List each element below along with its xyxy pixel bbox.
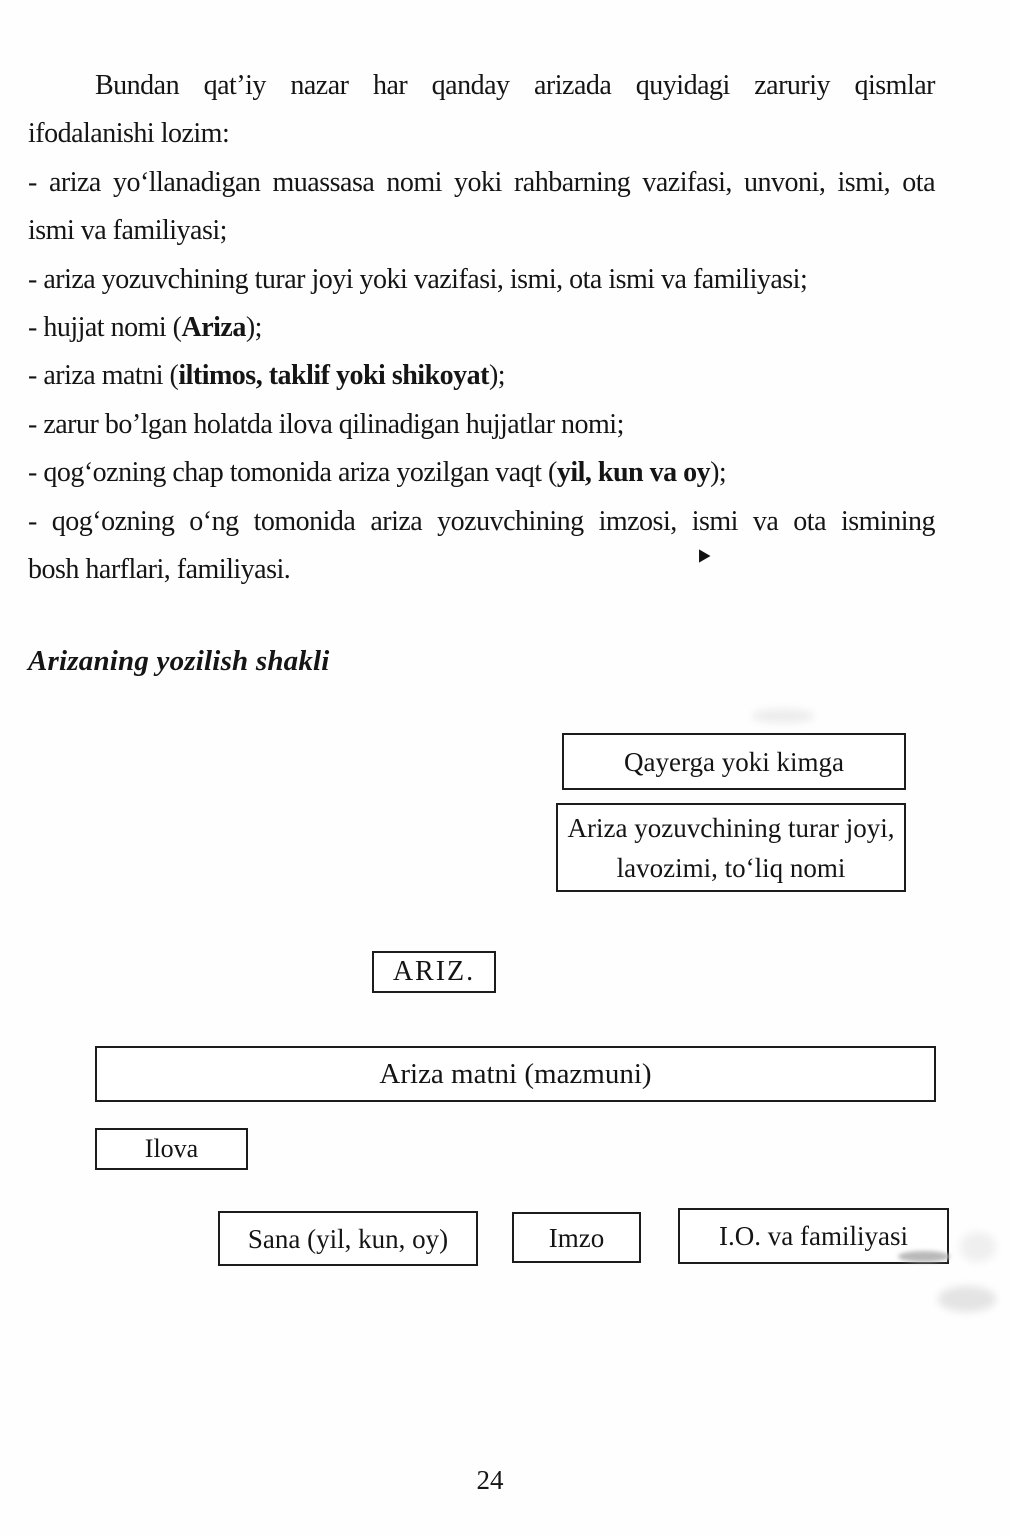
- diagram-box-label: Imzo: [548, 1222, 605, 1253]
- list-item-line-4: - hujjat nomi (Ariza);: [28, 304, 935, 352]
- list-item-line-2: ismi va familiyasi;: [28, 215, 227, 247]
- list-item-line-1: - ariza yo‘llanadigan muassasa nomi yoki…: [28, 166, 936, 198]
- diagram-box-label: Sana (yil, kun, oy): [247, 1223, 449, 1254]
- page-number: 24: [476, 1465, 504, 1495]
- line-segment: - hujjat nomi (: [28, 312, 182, 344]
- line-segment: - qog‘ozning chap tomonida ariza yozilga…: [28, 457, 557, 489]
- diagram-box-label: Qayerga yoki kimga: [624, 746, 844, 777]
- diagram-box-label: Ilova: [144, 1134, 199, 1163]
- scan-artifact-mark: ▶: [699, 546, 711, 566]
- bold-segment: Ariza: [181, 312, 246, 344]
- list-item-line-9: bosh harflari, familiyasi.: [28, 554, 291, 586]
- section-heading: Arizaning yozilish shakli: [28, 645, 330, 677]
- scan-smudge: [752, 709, 814, 723]
- line-segment: );: [710, 457, 727, 489]
- diagram-box-document-title: ARIZ.: [372, 951, 496, 993]
- scan-smudge: [960, 1232, 996, 1262]
- diagram-box-label-line2: lavozimi, to‘liq nomi: [616, 852, 846, 883]
- list-item-line-7: - qog‘ozning chap tomonida ariza yozilga…: [28, 449, 935, 497]
- scan-smudge: [938, 1286, 996, 1312]
- bold-segment: iltimos, taklif yoki shikoyat: [178, 360, 489, 392]
- list-item-line-3: - ariza yozuvchining turar joyi yoki vaz…: [28, 263, 808, 295]
- diagram-box-signature: Imzo: [512, 1212, 641, 1263]
- line-segment: );: [488, 360, 506, 392]
- diagram-box-initials-surname: I.O. va familiyasi: [678, 1208, 949, 1264]
- diagram-box-application-text: Ariza matni (mazmuni): [95, 1046, 936, 1102]
- body-text: Bundan qat’iy nazar har qanday arizada q…: [28, 62, 936, 594]
- paragraph-line-1: Bundan qat’iy nazar har qanday arizada q…: [95, 70, 936, 101]
- list-item-line-5: - ariza matni (iltimos, taklif yoki shik…: [28, 352, 935, 400]
- diagram-box-label-line1: Ariza yozuvchining turar joyi,: [567, 812, 895, 843]
- bold-segment: yil, kun va oy: [556, 457, 711, 489]
- diagram-box-date: Sana (yil, kun, oy): [218, 1211, 478, 1266]
- diagram-box-label: ARIZ.: [392, 956, 476, 987]
- diagram-box-writer-info: Ariza yozuvchining turar joyi, lavozimi,…: [556, 803, 906, 892]
- line-segment: );: [245, 312, 263, 344]
- list-item-line-6: - zarur bo’lgan holatda ilova qilinadiga…: [28, 408, 624, 440]
- line-segment: - ariza matni (: [28, 360, 179, 392]
- list-item-line-8: - qog‘ozning o‘ng tomonida ariza yozuvch…: [28, 505, 936, 537]
- diagram-box-label: I.O. va familiyasi: [719, 1221, 908, 1251]
- paragraph-line-2: ifodalanishi lozim:: [28, 118, 230, 150]
- diagram-box-label: Ariza matni (mazmuni): [379, 1058, 652, 1090]
- diagram-box-addressee: Qayerga yoki kimga: [562, 733, 906, 790]
- diagram-box-attachment: Ilova: [95, 1128, 248, 1170]
